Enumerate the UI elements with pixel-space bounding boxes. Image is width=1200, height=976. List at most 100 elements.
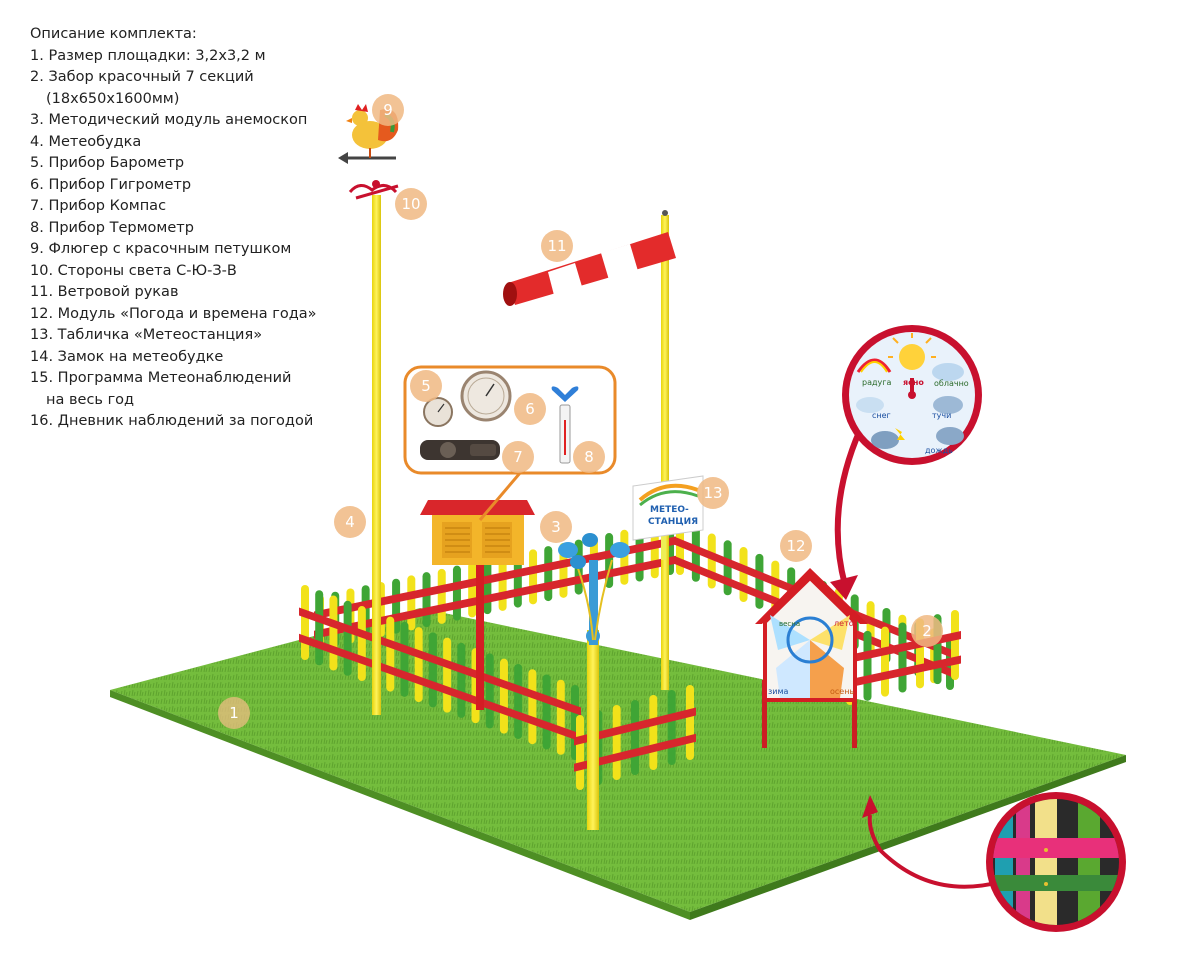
fence-picket <box>468 562 477 618</box>
fence-detail-zoom <box>862 792 1126 932</box>
season-summer: лето <box>834 619 854 628</box>
fence-picket <box>723 540 732 596</box>
description-item: 8. Прибор Термометр <box>30 219 194 236</box>
description-item: 10. Стороны света С-Ю-З-В <box>30 262 237 279</box>
sign-line2: СТАНЦИЯ <box>648 517 698 527</box>
season-autumn: осень <box>830 687 854 696</box>
description-item: 5. Прибор Барометр <box>30 155 185 171</box>
description-item: 1. Размер площадки: 3,2х3,2 м <box>30 47 266 64</box>
fence-rail <box>314 536 676 620</box>
fence-picket <box>528 669 537 745</box>
marker-1: 1 <box>218 697 250 729</box>
fence-picket <box>881 626 889 697</box>
fence-rail <box>844 655 961 689</box>
barometer-icon <box>423 397 453 427</box>
sign-line1: МЕТЕО- <box>650 505 689 515</box>
dial-rain: дождь <box>925 446 953 455</box>
description-item: 16. Дневник наблюдений за погодой <box>30 413 314 429</box>
fence-rail <box>299 607 581 716</box>
fence-picket <box>755 553 764 609</box>
fence-picket <box>483 559 492 615</box>
weather-booth <box>420 500 535 710</box>
description-item: 3. Методический модуль анемоскоп <box>30 112 308 128</box>
fence-picket <box>951 610 959 680</box>
seasons-board: весна лето зима осень <box>755 568 868 748</box>
fence-picket <box>612 705 621 780</box>
marker-6: 6 <box>514 393 546 425</box>
description-item: 7. Прибор Компас <box>30 198 167 214</box>
instruments-callout <box>403 365 617 521</box>
fence-picket <box>422 572 431 628</box>
marker-4: 4 <box>334 506 366 538</box>
fence-rail <box>574 707 696 746</box>
fence-picket <box>414 627 423 703</box>
dial-snow: снег <box>872 411 891 420</box>
marker-8: 8 <box>573 441 605 473</box>
fence-picket <box>649 695 658 770</box>
fence-picket <box>529 549 538 605</box>
description-item: 14. Замок на метеобудке <box>30 348 224 365</box>
weather-dial-zoom: радуга ясно облачно снег тучи дождь <box>830 325 982 600</box>
windsock-icon <box>503 232 676 306</box>
fence-picket <box>386 616 395 692</box>
thermometer-icon <box>551 386 579 464</box>
kit-description: Описание комплекта: 1. Размер площадки: … <box>30 24 350 433</box>
fence-picket <box>301 585 309 660</box>
description-item: 11. Ветровой рукав <box>30 284 179 300</box>
fence-picket <box>667 690 676 765</box>
season-spring: весна <box>779 620 800 628</box>
marker-9: 9 <box>372 94 404 126</box>
marker-2: 2 <box>911 615 943 647</box>
fence-picket <box>863 630 872 701</box>
marker-7: 7 <box>502 441 534 473</box>
marker-5: 5 <box>410 370 442 402</box>
meteostation-sign: МЕТЕО- СТАНЦИЯ <box>632 475 704 560</box>
fence-picket <box>544 546 553 602</box>
fence-picket <box>357 606 366 682</box>
fence-picket <box>428 632 437 708</box>
description-item: 12. Модуль «Погода и времена года» <box>30 305 317 322</box>
fence-picket <box>485 653 494 729</box>
anemometer <box>558 533 630 830</box>
description-item: 9. Флюгер с красочным петушком <box>30 241 292 257</box>
fence-picket <box>443 637 452 713</box>
hygrometer-icon <box>460 370 512 422</box>
marker-11: 11 <box>541 230 573 262</box>
fence-picket <box>898 622 907 693</box>
fence-picket <box>400 621 409 697</box>
fence-picket <box>739 547 748 603</box>
fence-picket <box>452 565 461 621</box>
fence-picket <box>329 595 338 671</box>
fence-picket <box>407 575 416 631</box>
description-item: 2. Забор красочный 7 секций <box>30 69 254 85</box>
marker-12: 12 <box>780 530 812 562</box>
description-title: Описание комплекта: <box>30 26 197 42</box>
fence-picket <box>556 679 565 755</box>
description-item: на весь год <box>46 391 135 408</box>
fence-picket <box>315 590 324 666</box>
dial-storm: тучи <box>932 411 951 420</box>
description-item: 6. Прибор Гигрометр <box>30 176 192 193</box>
fence-picket <box>343 600 352 676</box>
fence-rail <box>299 633 581 742</box>
fence-picket <box>457 642 466 718</box>
fence-rail <box>314 555 676 639</box>
dial-cloudy: облачно <box>934 379 969 388</box>
fence-picket <box>499 658 508 734</box>
marker-3: 3 <box>540 511 572 543</box>
grass-edge <box>110 690 690 920</box>
dial-clear: ясно <box>903 378 924 387</box>
fence-rail <box>574 733 696 772</box>
fence-picket <box>576 715 584 790</box>
grass-edge-right <box>690 755 1126 920</box>
marker-13: 13 <box>697 477 729 509</box>
season-winter: зима <box>768 687 788 696</box>
description-item: 13. Табличка «Метеостанция» <box>30 327 263 343</box>
windsock-pole <box>661 210 669 690</box>
fence-picket <box>437 568 446 624</box>
fence-picket <box>631 700 639 775</box>
fence-picket <box>514 663 523 739</box>
marker-10: 10 <box>395 188 427 220</box>
description-item: 15. Программа Метеонаблюдений <box>30 370 292 386</box>
